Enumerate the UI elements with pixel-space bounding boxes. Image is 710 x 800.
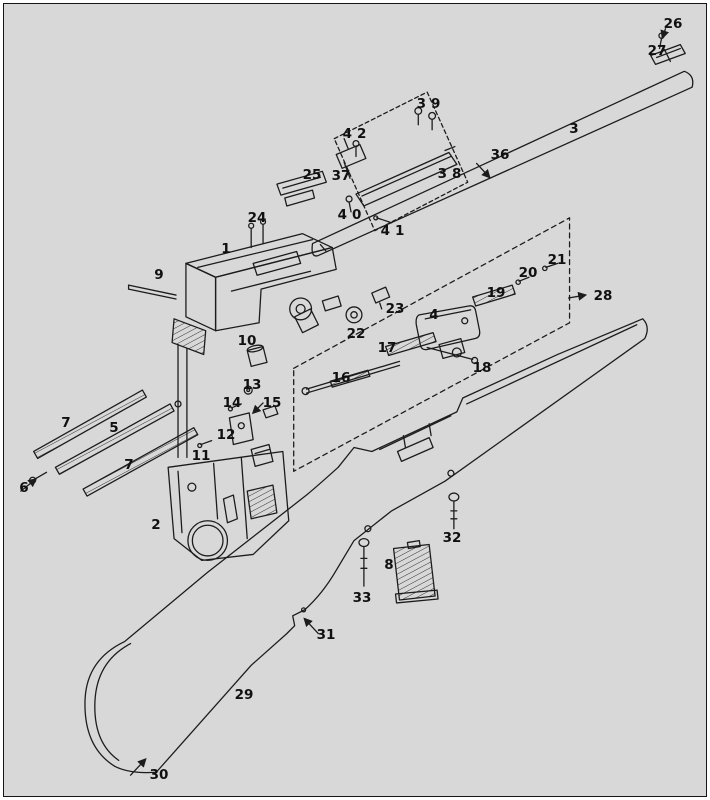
screw-32 [448,492,460,530]
rear-sight-base [355,145,458,207]
small-parts [227,385,279,419]
cam-block [371,286,391,310]
guide-rod-18 [426,346,479,365]
screw-33 [358,537,370,587]
ejector-plate [276,170,327,207]
magazine [392,539,439,604]
receiver-screws [248,218,267,249]
rear-sight-dashed-box [333,91,469,232]
trigger-housing [167,450,290,562]
bolt-stop-ring [345,306,363,324]
firing-pin [127,284,177,300]
bolt-group-dashed-box [293,217,571,472]
charging-rod [301,360,401,396]
recoil-spring [472,284,516,307]
bolt [415,305,481,360]
pin-21 [542,262,559,272]
mag-spring-7a [33,389,148,460]
mag-spring-7b [82,427,199,497]
rear-sight-screws [345,106,437,224]
diagram-canvas [20,28,694,776]
rear-sight-leaf [335,137,367,179]
mag-tube-5 [54,400,182,475]
receiver [171,233,337,459]
pin-11 [197,439,213,449]
hammer [228,412,254,446]
stock [84,318,648,774]
bolt-release [250,443,274,467]
spring-17 [385,332,437,357]
barrel [311,70,694,257]
front-sight [649,43,686,66]
buffer [246,344,268,367]
barrel-breech [289,295,342,334]
pin-20 [515,276,530,286]
callout-arrows [20,28,670,776]
